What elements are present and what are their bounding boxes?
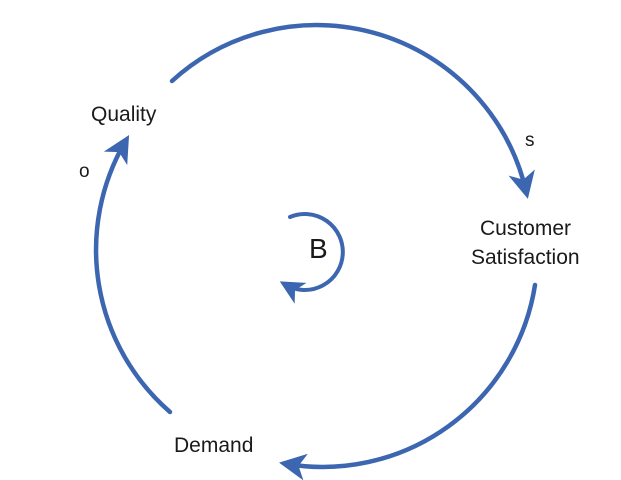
node-customer-satisfaction-label-line1: Customer bbox=[480, 217, 571, 240]
node-demand-label: Demand bbox=[174, 434, 253, 457]
link-demand-to-quality bbox=[93, 134, 173, 415]
link-customer-satisfaction-to-demand bbox=[279, 282, 538, 480]
node-customer-satisfaction-label-line2: Satisfaction bbox=[471, 246, 580, 269]
polarity-label-quality-to-satisfaction: s bbox=[525, 130, 535, 151]
node-quality-label: Quality bbox=[91, 103, 157, 126]
loop-direction-arc bbox=[279, 211, 345, 304]
link-quality-to-customer-satisfaction bbox=[169, 22, 535, 199]
loop-label-balancing: B bbox=[309, 233, 328, 264]
polarity-label-demand-to-quality: o bbox=[79, 161, 90, 182]
